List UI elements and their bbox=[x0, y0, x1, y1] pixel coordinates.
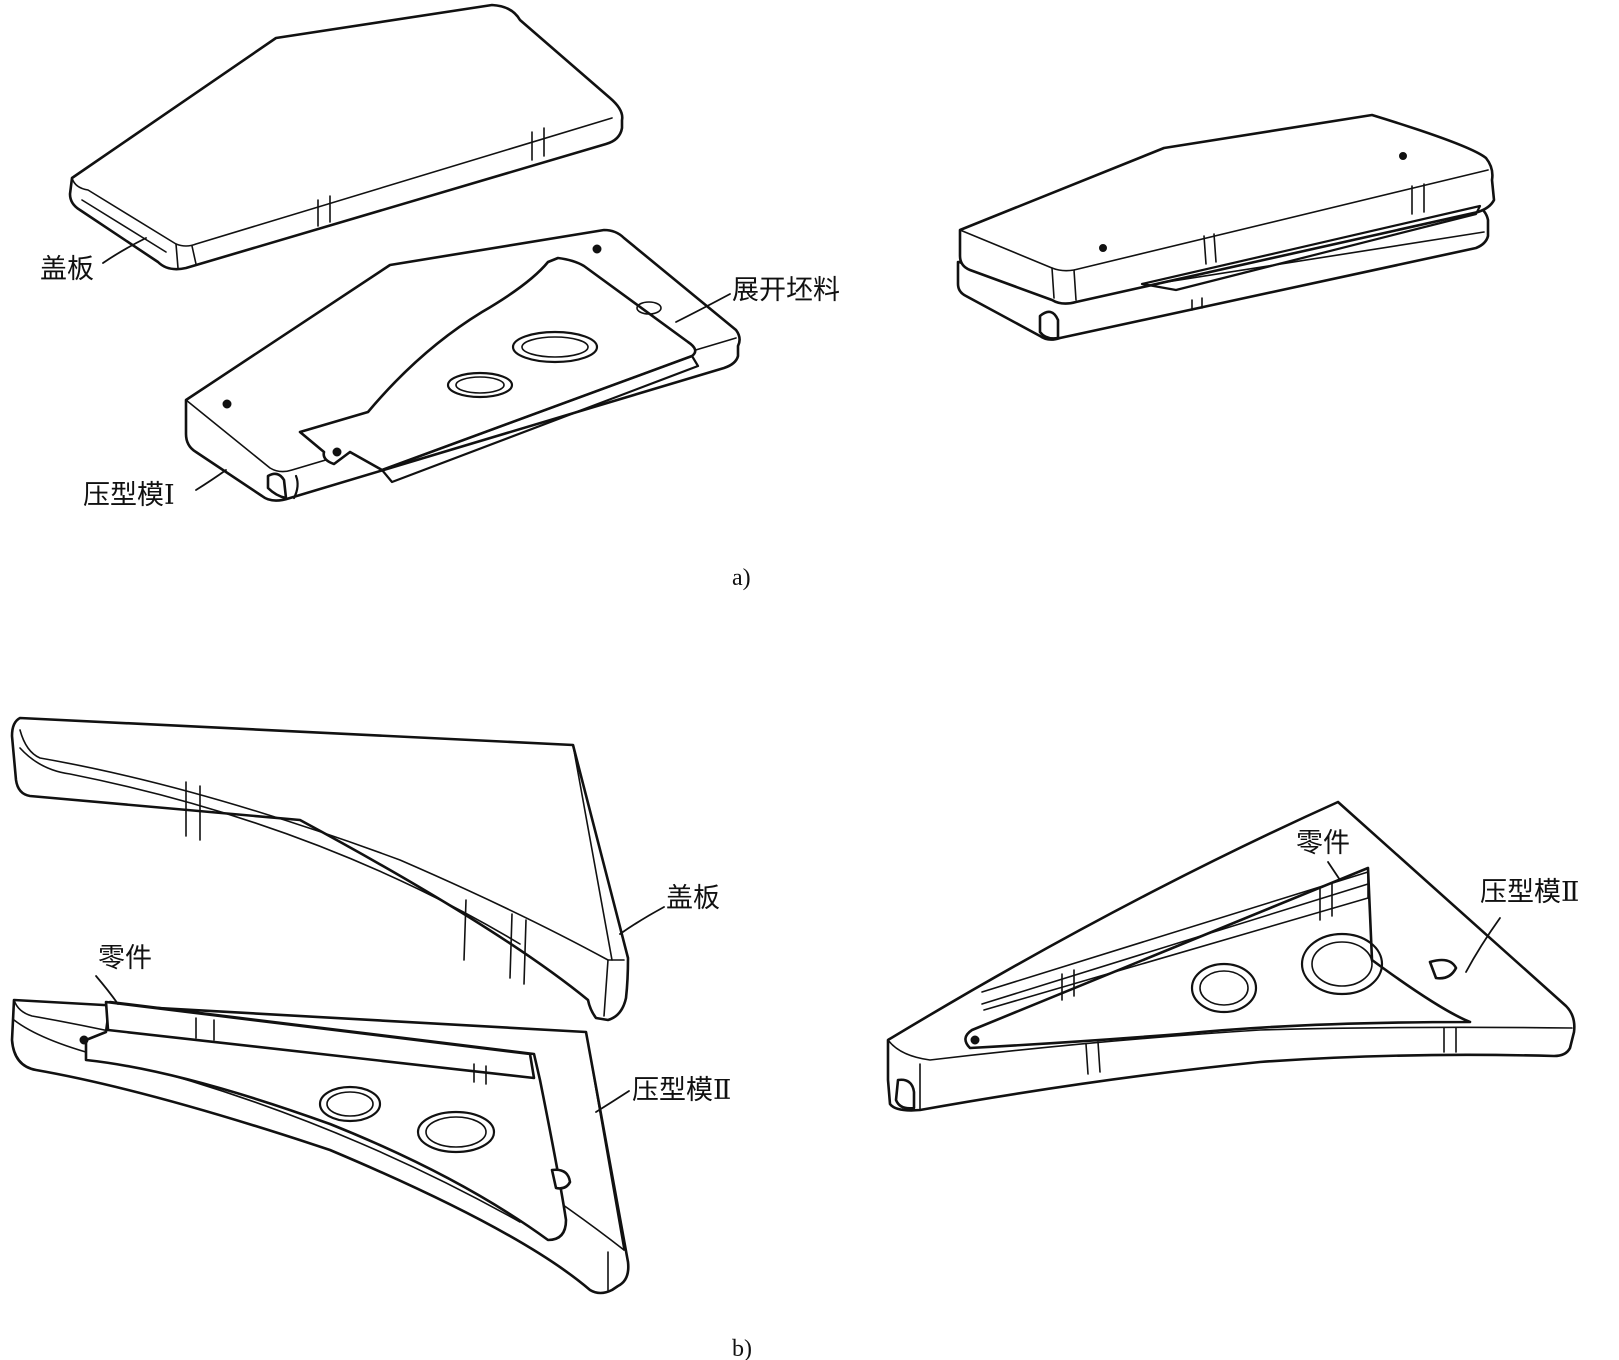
a-cover-plate bbox=[68, 3, 624, 271]
a-die-one bbox=[184, 228, 741, 502]
label-b-cover: 盖板 bbox=[666, 883, 720, 914]
b-die-two-right bbox=[886, 800, 1576, 1112]
label-b-die-right: 压型模Ⅱ bbox=[1480, 877, 1579, 908]
caption-a: a) bbox=[732, 565, 751, 591]
label-a-cover: 盖板 bbox=[40, 254, 94, 285]
a-assembled-die bbox=[956, 113, 1496, 341]
b-cover-plate bbox=[10, 716, 630, 1022]
label-a-blank: 展开坯料 bbox=[732, 275, 840, 306]
label-b-part-left: 零件 bbox=[98, 943, 152, 974]
label-b-part-right: 零件 bbox=[1296, 828, 1350, 859]
label-b-die-left: 压型模Ⅱ bbox=[632, 1075, 731, 1106]
leader-lines bbox=[95, 237, 1501, 1113]
caption-b: b) bbox=[732, 1336, 752, 1360]
b-die-two-left bbox=[10, 998, 630, 1295]
label-a-die: 压型模Ⅰ bbox=[83, 480, 175, 511]
